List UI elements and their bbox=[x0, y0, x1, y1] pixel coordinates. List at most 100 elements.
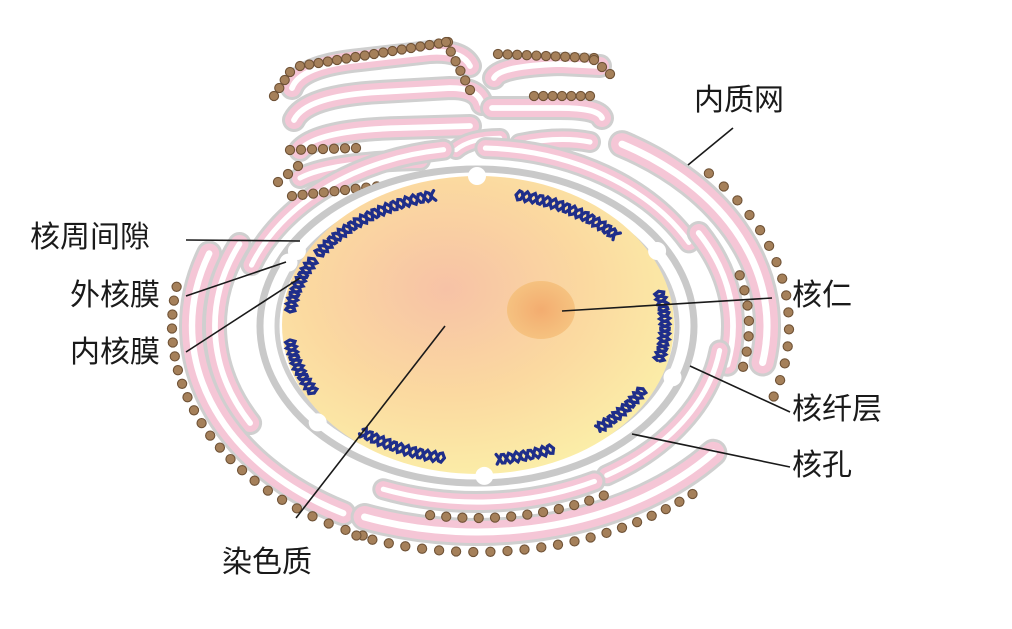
ribosome bbox=[739, 285, 750, 296]
ribosome bbox=[396, 44, 407, 55]
ribosome bbox=[506, 511, 517, 522]
nucleolus bbox=[507, 281, 575, 339]
ribosome bbox=[322, 56, 333, 67]
ribosome bbox=[560, 51, 571, 62]
ribosome bbox=[521, 50, 532, 61]
ribosome bbox=[519, 544, 530, 555]
ribosome bbox=[295, 144, 307, 155]
label-pore: 核孔 bbox=[792, 448, 852, 483]
ribosome bbox=[433, 545, 445, 556]
ribosome bbox=[297, 189, 308, 200]
ribosome bbox=[579, 52, 590, 63]
ribosome bbox=[631, 516, 643, 528]
er-cistern bbox=[282, 76, 494, 132]
leader-nucleolus bbox=[561, 297, 773, 312]
ribosome bbox=[737, 361, 749, 372]
label-outer-membrane: 外核膜 bbox=[70, 278, 160, 313]
ribosome bbox=[294, 60, 306, 72]
ribosome bbox=[512, 49, 523, 60]
ribosome bbox=[441, 511, 452, 522]
nuclear-pore bbox=[648, 242, 667, 260]
ribosome bbox=[340, 524, 351, 536]
ribosome bbox=[196, 417, 207, 429]
chromatin-fiber bbox=[312, 189, 438, 258]
label-chromatin: 染色质 bbox=[222, 545, 312, 580]
ribosome bbox=[734, 270, 745, 281]
ribosome bbox=[585, 532, 596, 543]
ribosome bbox=[292, 160, 304, 172]
ribosome bbox=[569, 499, 580, 511]
ribosome bbox=[531, 50, 542, 61]
ribosome bbox=[445, 46, 456, 57]
ribosome bbox=[596, 61, 608, 73]
ribosome bbox=[492, 48, 504, 60]
ribosome bbox=[783, 307, 794, 318]
ribosome bbox=[489, 512, 501, 523]
label-lamina: 核纤层 bbox=[792, 392, 882, 427]
leader-pore bbox=[631, 433, 791, 468]
ribosome bbox=[540, 50, 552, 62]
ribosome bbox=[455, 65, 466, 76]
ribosome bbox=[450, 56, 461, 67]
leader-lamina bbox=[689, 365, 791, 413]
ribosome bbox=[616, 522, 628, 533]
ribosome bbox=[318, 187, 329, 198]
ribosome bbox=[687, 488, 698, 500]
ribosome bbox=[460, 75, 471, 86]
ribosome bbox=[674, 496, 685, 507]
ribosome bbox=[502, 545, 513, 557]
nuclear-pore bbox=[475, 466, 494, 485]
ribosome bbox=[552, 539, 564, 550]
nuclear-pore bbox=[663, 368, 682, 387]
ribosome bbox=[718, 181, 729, 192]
ribosome bbox=[291, 503, 303, 514]
ribosome bbox=[262, 485, 274, 496]
chromatin-fiber bbox=[594, 386, 649, 433]
ribosome bbox=[569, 52, 580, 63]
ribosome bbox=[368, 48, 380, 60]
ribosome bbox=[168, 295, 180, 306]
ribosome bbox=[768, 391, 779, 402]
ribosome bbox=[367, 534, 378, 545]
ribosome bbox=[584, 90, 596, 102]
ribosome bbox=[286, 190, 298, 202]
leader-perinuclear-space bbox=[185, 239, 301, 242]
ribosome bbox=[703, 168, 715, 179]
ribosome bbox=[225, 453, 236, 465]
ribosome bbox=[236, 465, 248, 476]
chromatin-fiber bbox=[651, 289, 673, 363]
ribosome bbox=[781, 290, 792, 301]
ribosome bbox=[284, 66, 296, 78]
ribosome bbox=[440, 36, 452, 48]
er-cistern bbox=[608, 130, 781, 377]
ribosome bbox=[329, 186, 340, 197]
endoplasmic-reticulum bbox=[179, 39, 781, 546]
ribosome bbox=[741, 346, 752, 357]
ribosome bbox=[771, 256, 782, 268]
ribosome bbox=[166, 323, 178, 334]
ribosome bbox=[272, 176, 284, 188]
ribosome bbox=[742, 300, 753, 311]
ribosome bbox=[276, 494, 288, 505]
er-cistern bbox=[480, 96, 614, 130]
ribosome bbox=[783, 324, 795, 335]
ribosome bbox=[485, 546, 496, 557]
nuclear-pore bbox=[279, 253, 298, 272]
ribosome bbox=[205, 430, 216, 441]
er-cistern bbox=[595, 339, 731, 487]
ribosome bbox=[528, 90, 540, 102]
ribosome bbox=[502, 49, 513, 60]
er-cistern bbox=[288, 114, 482, 162]
ribosome bbox=[743, 315, 755, 327]
chromatin-fiber bbox=[514, 188, 622, 242]
ribosome bbox=[172, 365, 184, 376]
label-er: 内质网 bbox=[694, 83, 784, 118]
ribosome bbox=[350, 51, 361, 63]
ribosome bbox=[522, 509, 533, 520]
chromatin-fiber bbox=[283, 338, 320, 396]
ribosome bbox=[536, 542, 547, 553]
ribosome bbox=[450, 546, 462, 557]
ribosome bbox=[188, 405, 200, 416]
ribosome bbox=[473, 512, 484, 524]
ribosome bbox=[604, 68, 616, 80]
